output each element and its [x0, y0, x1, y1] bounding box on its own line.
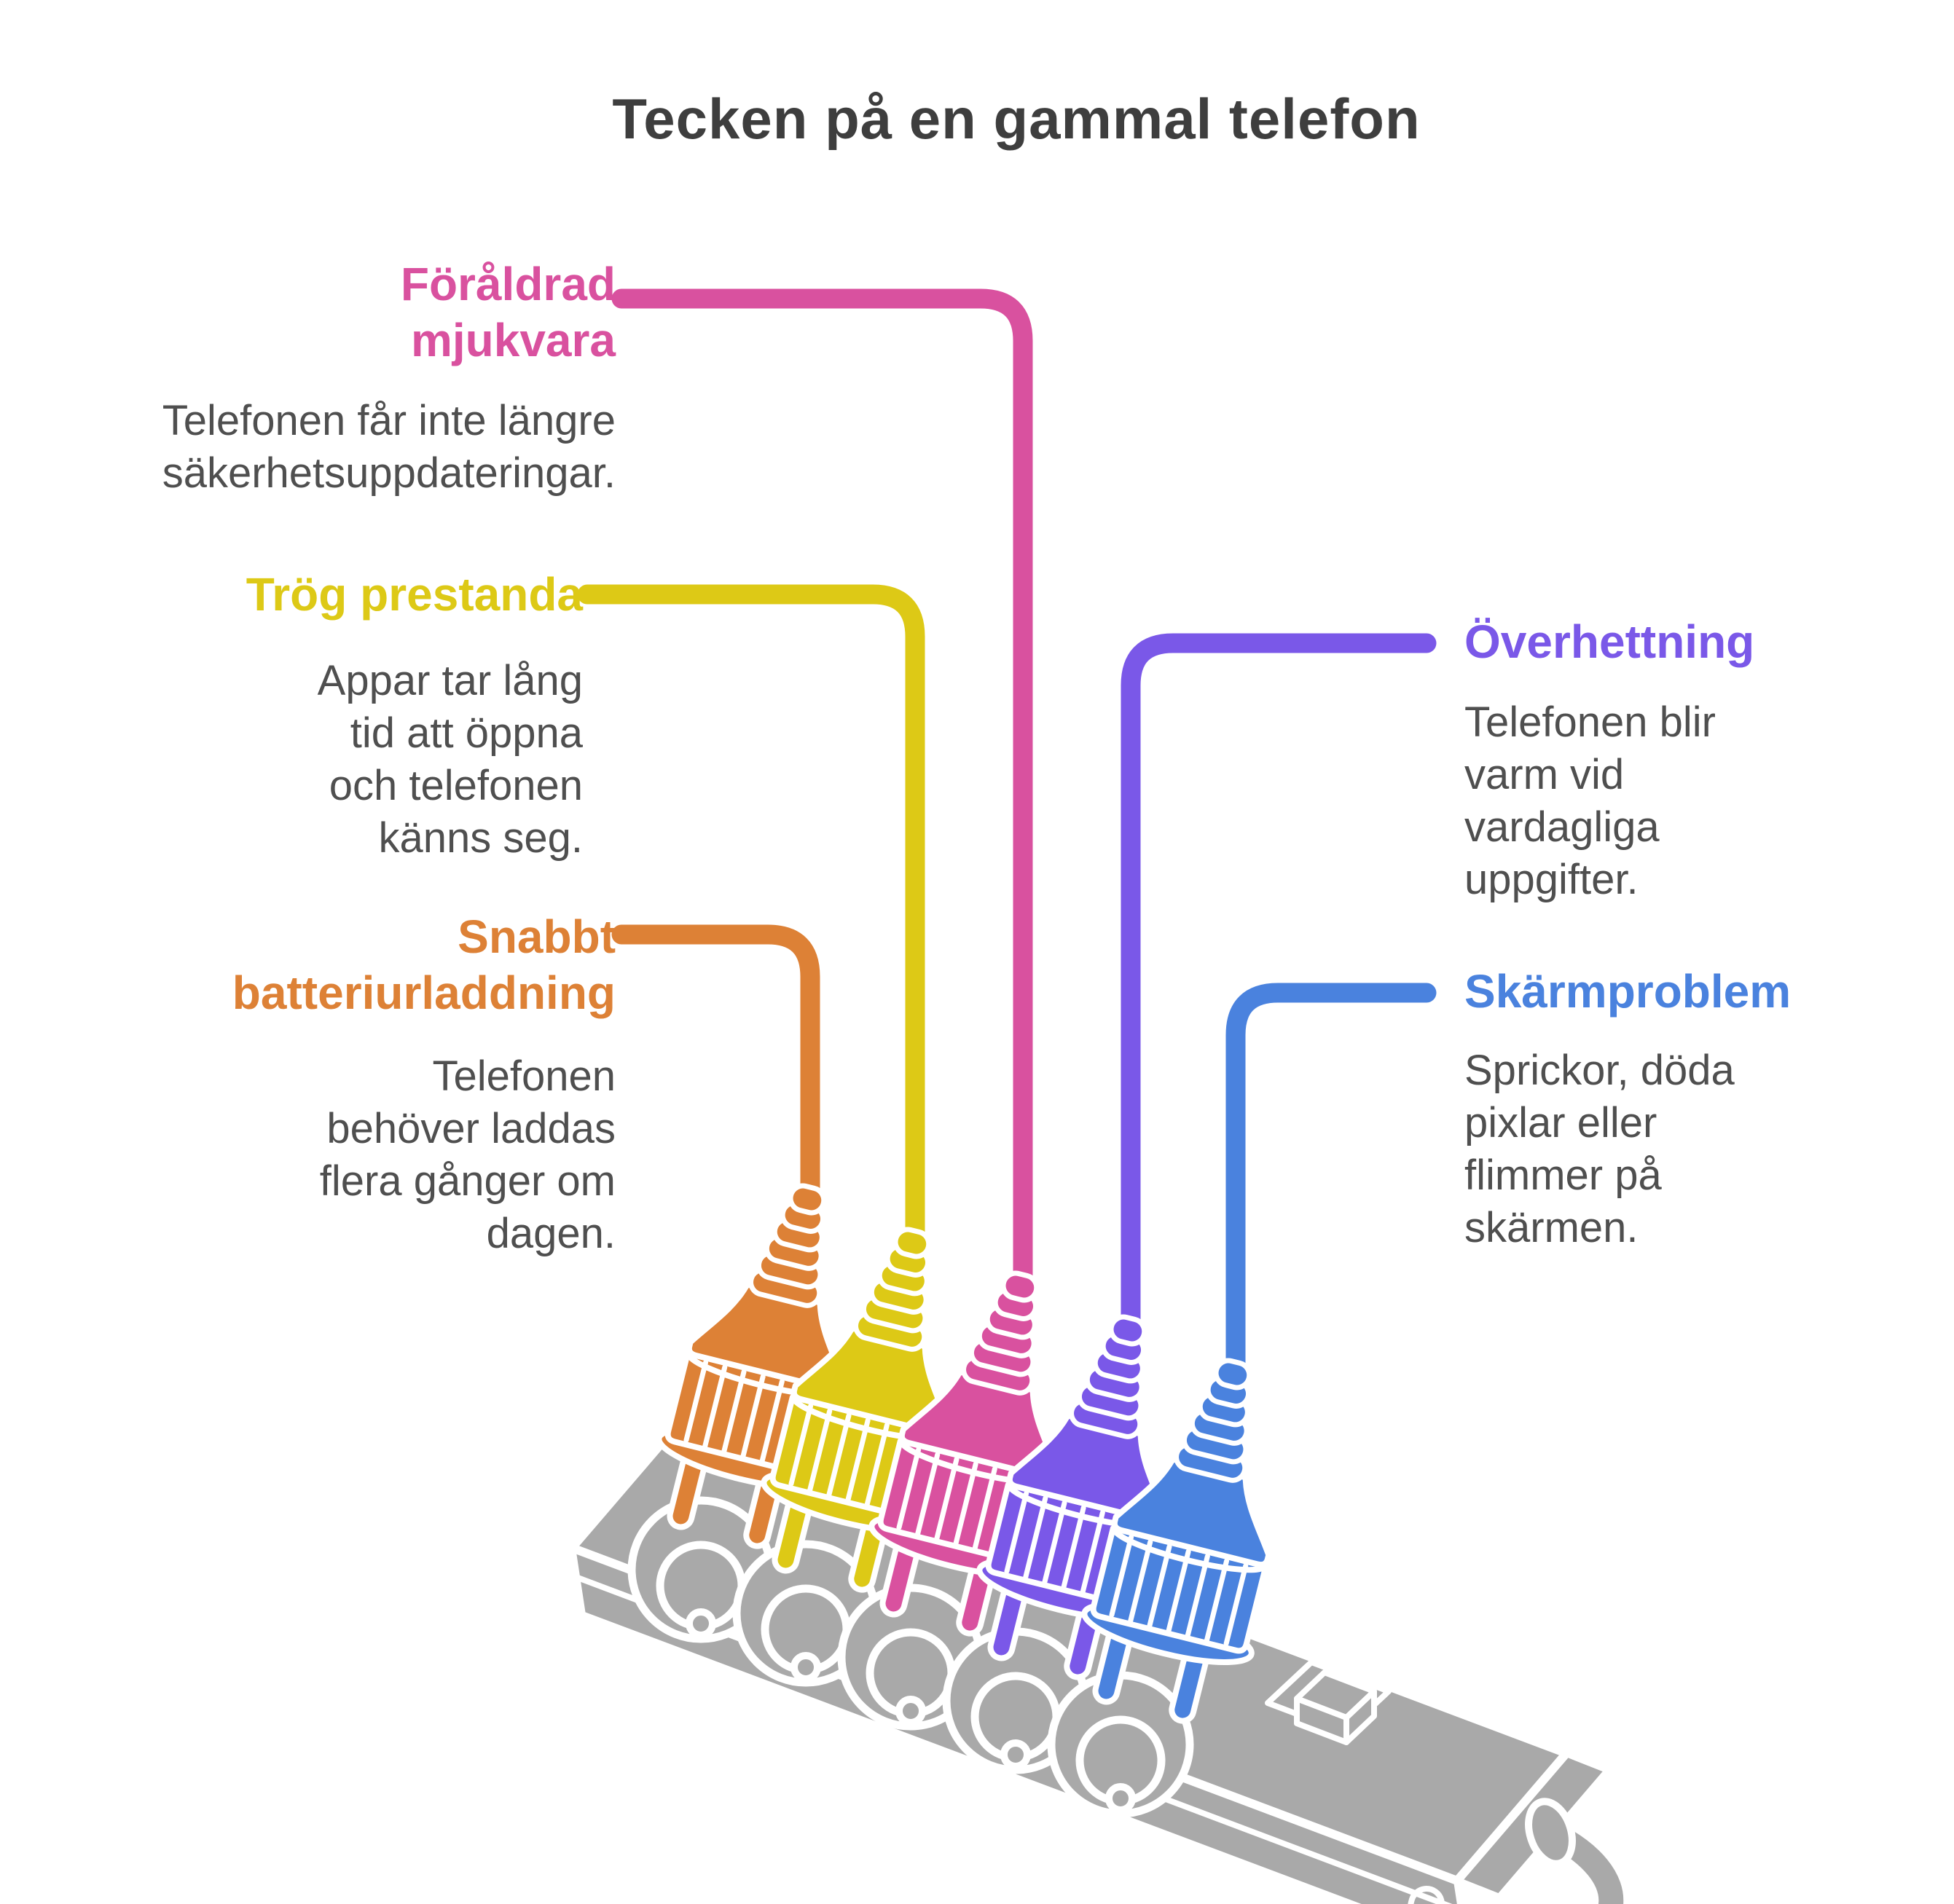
section-title: Överhettning: [1464, 615, 1755, 668]
section-fast-battery-drain: Snabbt batteriurladdning Telefonen behöv…: [33, 909, 616, 1260]
section-outdated-software: Föråldrad mjukvara Telefonen får inte lä…: [33, 256, 616, 500]
section-screen-problems: Skärmproblem Sprickor, döda pixlar eller…: [1464, 964, 1954, 1254]
power-switch-icon: [1265, 1659, 1392, 1745]
page-title: Tecken på en gammal telefon: [612, 87, 1421, 151]
cable-orange: [611, 924, 893, 1559]
section-description: Sprickor, döda pixlar eller flimmer på s…: [1464, 1047, 1735, 1251]
cable-yellow: [577, 584, 998, 1602]
section-description: Telefonen blir varm vid vardagliga uppgi…: [1464, 699, 1716, 903]
section-title: Föråldrad mjukvara: [400, 258, 616, 366]
section-description: Appar tar lång tid att öppna och telefon…: [317, 657, 583, 862]
section-description: Telefonen behöver laddas flera gånger om…: [319, 1053, 616, 1257]
cable-purple: [960, 633, 1437, 1690]
section-title: Skärmproblem: [1464, 965, 1792, 1018]
section-description: Telefonen får inte längre säkerhetsuppda…: [162, 397, 616, 497]
section-overheating: Överhettning Telefonen blir varm vid var…: [1464, 614, 1954, 906]
cable-pink: [611, 288, 1106, 1646]
section-slow-performance: Trög prestanda Appar tar lång tid att öp…: [0, 567, 583, 865]
section-title: Snabbt batteriurladdning: [232, 910, 616, 1019]
cable-blue: [1065, 983, 1437, 1734]
section-title: Trög prestanda: [246, 568, 583, 621]
